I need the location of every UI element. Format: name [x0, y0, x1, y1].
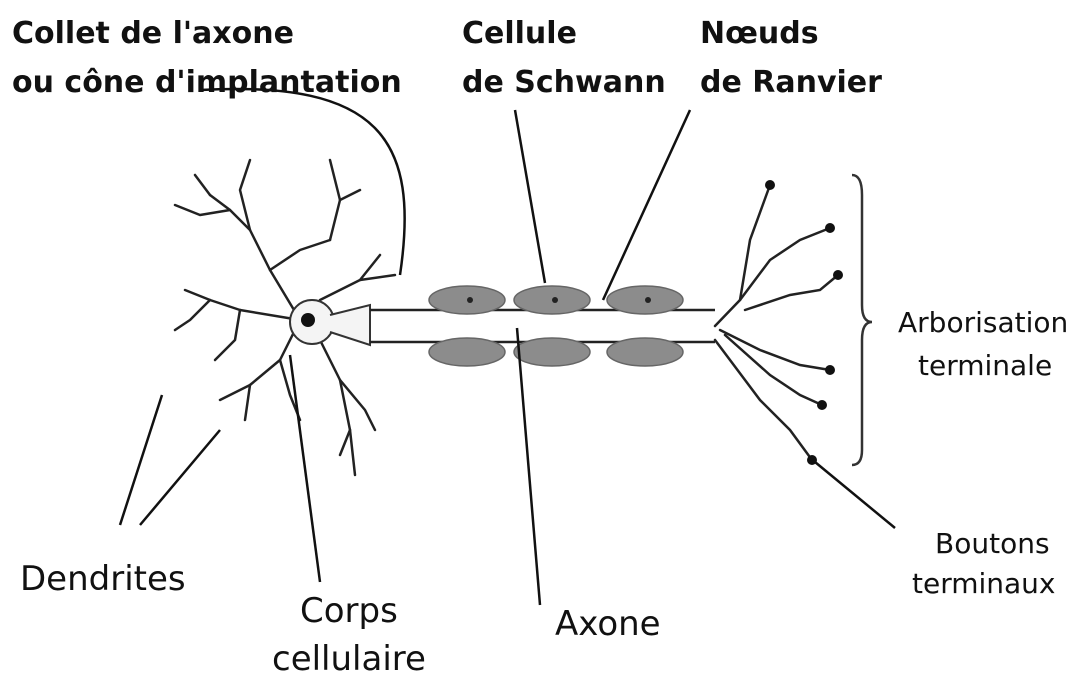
- axon: [370, 310, 715, 342]
- label-ranvier-line1: Nœuds: [700, 16, 819, 51]
- schwann-cell-2-bottom: [514, 338, 590, 366]
- label-ranvier-line2: de Ranvier: [700, 65, 882, 100]
- arborisation-brace: [852, 175, 872, 465]
- schwann-pointer: [515, 110, 545, 283]
- axone-pointer: [517, 328, 540, 605]
- axon-hillock: [330, 305, 370, 345]
- nucleus: [301, 313, 315, 327]
- schwann-cell-3-bottom: [607, 338, 683, 366]
- label-boutons-line2: terminaux: [912, 567, 1056, 600]
- collet-pointer: [200, 89, 405, 275]
- ranvier-pointer: [603, 110, 690, 300]
- label-corps-line1: Corps: [300, 591, 398, 631]
- terminal-button: [833, 270, 843, 280]
- label-schwann-line2: de Schwann: [462, 65, 666, 100]
- label-corps-line2: cellulaire: [272, 639, 426, 673]
- label-arborisation-line2: terminale: [918, 349, 1052, 382]
- label-schwann-line1: Cellule: [462, 16, 577, 51]
- terminal-buttons: [765, 180, 843, 465]
- label-arborisation-line1: Arborisation: [898, 306, 1068, 339]
- terminal-button: [817, 400, 827, 410]
- terminal-button: [825, 223, 835, 233]
- label-collet-line2: ou cône d'implantation: [12, 65, 402, 100]
- boutons-pointer: [815, 462, 895, 528]
- label-collet-line1: Collet de l'axone: [12, 16, 294, 51]
- label-boutons-line1: Boutons: [935, 527, 1050, 560]
- label-dendrites: Dendrites: [20, 559, 186, 599]
- schwann-cell-1-bottom: [429, 338, 505, 366]
- corps-pointer: [290, 355, 320, 582]
- terminal-button: [765, 180, 775, 190]
- pointer-lines: [120, 89, 895, 605]
- label-axone: Axone: [555, 604, 661, 644]
- dendrite-pointer-2: [140, 430, 220, 525]
- terminal-branches: [715, 185, 838, 460]
- terminal-button: [825, 365, 835, 375]
